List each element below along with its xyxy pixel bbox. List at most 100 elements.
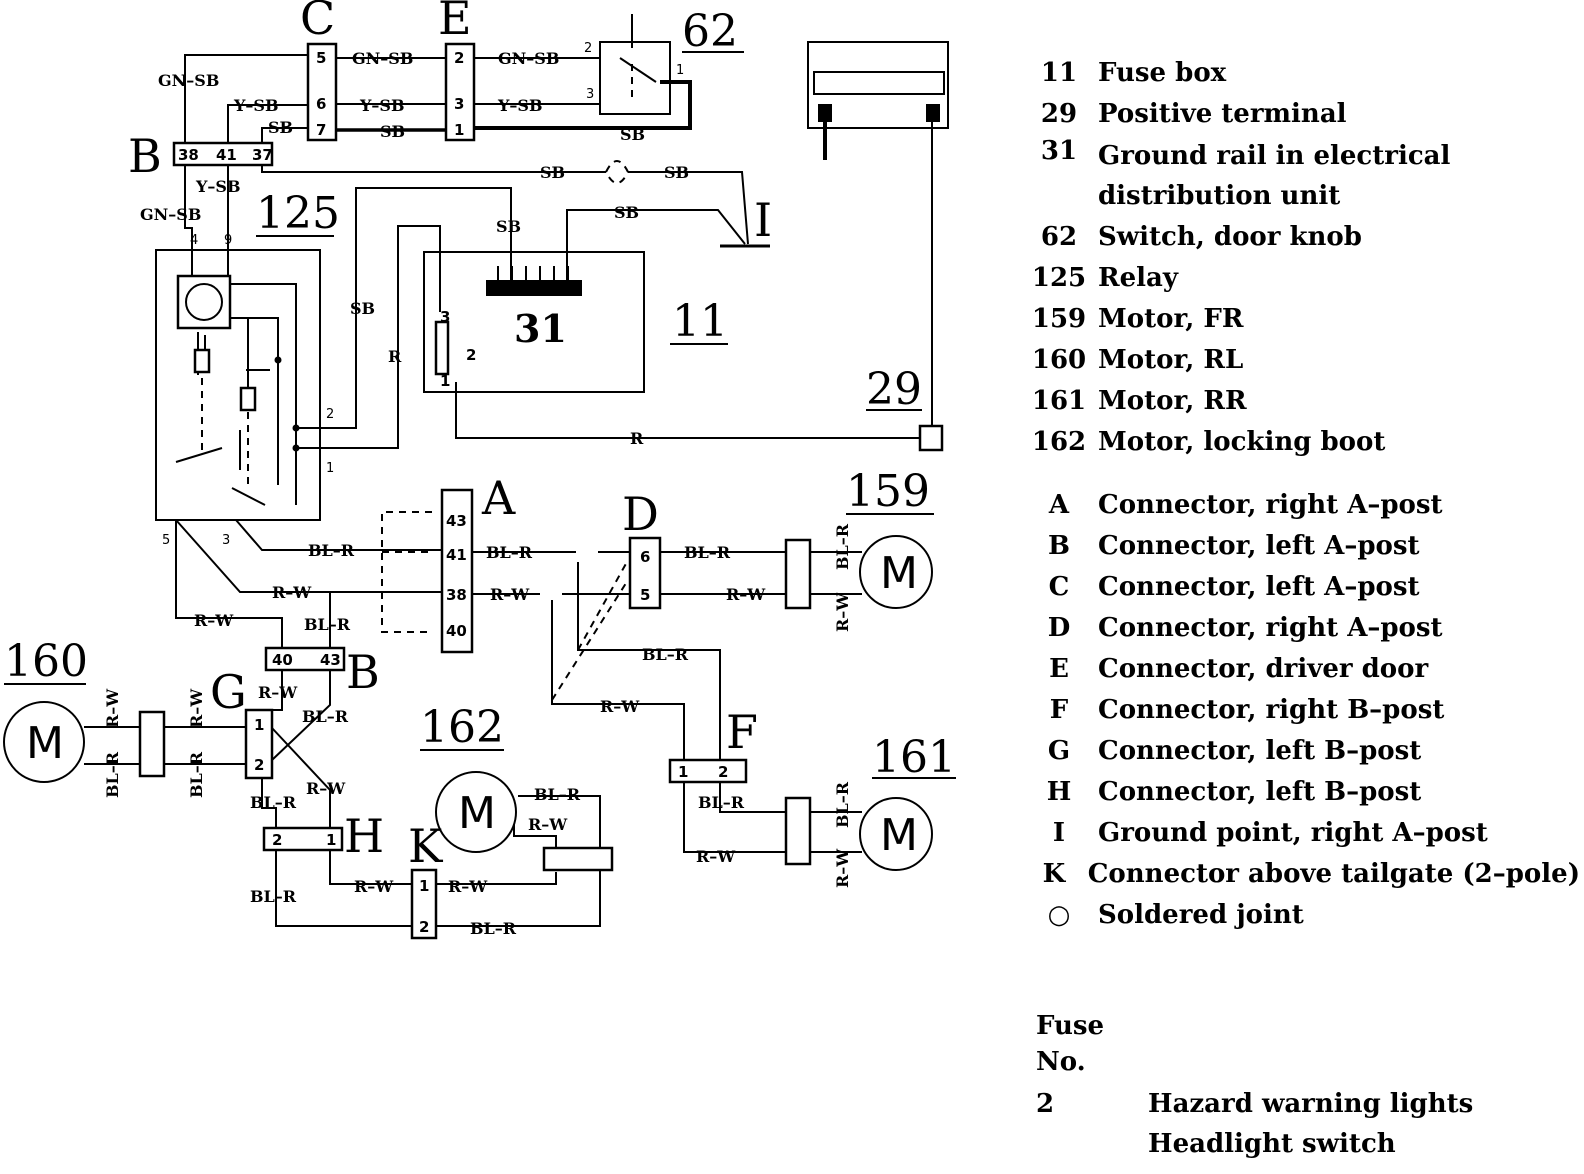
- connector-d-letter: D: [622, 487, 659, 541]
- wire-r-w-b40: [175, 520, 283, 648]
- fuse-row: 2 Hazard warning lights Headlight switch: [1036, 1084, 1473, 1164]
- c-pin-5: 5: [316, 49, 326, 67]
- wire-label-bl-r-160a: BL–R: [103, 751, 122, 798]
- label-29: 29: [866, 364, 922, 415]
- legend-code: G: [1047, 735, 1071, 766]
- wire-label-r-w-2: R–W: [194, 611, 234, 630]
- legend-text: Connector above tailgate (2–pole): [1087, 858, 1580, 889]
- legend-row-g: G Connector, left B–post: [1020, 730, 1580, 771]
- legend-row-125: 125 Relay: [1020, 257, 1580, 298]
- relay-internal-2: [175, 318, 266, 506]
- wire-label-y-sb-2: Y–SB: [359, 96, 405, 115]
- legend-code: H: [1046, 776, 1072, 807]
- wire-label-sb-6: SB: [496, 217, 521, 236]
- motor-161-m: M: [880, 810, 918, 861]
- wire-label-sb-3: SB: [620, 125, 645, 144]
- legend-text: Relay: [1098, 262, 1178, 293]
- wire-label-bl-r-3: BL–R: [486, 543, 533, 562]
- e-pin-1: 1: [454, 121, 464, 139]
- wire-e1-62-sb: [474, 80, 692, 130]
- connector-f-letter: F: [726, 705, 758, 759]
- fuse-item: Hazard warning lights: [1148, 1089, 1474, 1119]
- wire-label-r-w-11: R–W: [448, 877, 488, 896]
- plug-160: [138, 710, 166, 778]
- b-pin-38: 38: [178, 146, 199, 164]
- wire-gn-sb-relay: [184, 165, 193, 278]
- legend-row-soldered: ○ Soldered joint: [1020, 894, 1580, 935]
- solder-dot-3: [274, 356, 282, 364]
- relay-125-coil-circle: [185, 283, 223, 321]
- switch-62-lever: [619, 14, 657, 83]
- legend-code: 29: [1040, 98, 1078, 129]
- wiring-diagram: 62 125 11 29 159 160 161 162 31 M M M M …: [3, 0, 956, 940]
- a-pin-38: 38: [446, 586, 467, 604]
- legend-row-29: 29 Positive terminal: [1020, 93, 1580, 134]
- connector-g-letter: G: [210, 665, 247, 719]
- k-pin-2: 2: [419, 918, 429, 936]
- c-pin-7: 7: [316, 121, 326, 139]
- wire-label-bl-r-9: BL–R: [534, 785, 581, 804]
- wire-r-w-f1: [551, 600, 685, 760]
- wire-label-bl-r-6: BL–R: [302, 707, 349, 726]
- wire-b40-g1: [272, 670, 283, 711]
- legend-text: Motor, FR: [1098, 303, 1244, 334]
- label-161: 161: [872, 732, 956, 783]
- wire-bl-r-a41: [235, 519, 442, 551]
- switch-62-pin-1: 1: [676, 63, 684, 78]
- wire-y-sb-top: [227, 104, 308, 143]
- motor-159-m: M: [880, 548, 918, 599]
- legend-code: 160: [1031, 344, 1087, 375]
- legend-row-i: I Ground point, right A–post: [1020, 812, 1580, 853]
- legend-code: 11: [1040, 57, 1078, 88]
- connector-boxes: [3, 14, 949, 940]
- connector-k-letter: K: [408, 819, 444, 873]
- wire-r-relay1: [296, 225, 441, 449]
- soldered-joint-icon: ○: [1047, 899, 1071, 930]
- legend-row-k: K Connector above tailgate (2–pole): [1020, 853, 1580, 894]
- legend-row-160: 160 Motor, RL: [1020, 339, 1580, 380]
- fuse-box-11: [423, 251, 645, 393]
- legend-text: Switch, door knob: [1098, 221, 1362, 252]
- wire-bl-r-f2: [577, 562, 721, 760]
- plug-159: [784, 538, 812, 610]
- legend-code: I: [1052, 817, 1066, 848]
- legend-row-e: E Connector, driver door: [1020, 648, 1580, 689]
- relay-125-housing: [155, 249, 321, 521]
- battery-negative-post: [818, 104, 832, 122]
- legend-text: Connector, left A–post: [1098, 530, 1420, 561]
- legend-row-h: H Connector, left B–post: [1020, 771, 1580, 812]
- legend-text: Connector, right A–post: [1098, 612, 1443, 643]
- relay-pin-1: 1: [326, 461, 334, 476]
- b-bottom-pin-40: 40: [272, 651, 293, 669]
- fuse-heading: Fuse: [1036, 1011, 1105, 1041]
- motor-162-m: M: [458, 788, 496, 839]
- fuse-pin-2: 2: [466, 346, 476, 364]
- e-pin-2: 2: [454, 49, 464, 67]
- relay-pin-2: 2: [326, 407, 334, 422]
- legend-text-line: distribution unit: [1098, 181, 1341, 211]
- label-159: 159: [846, 466, 930, 517]
- e-pin-3: 3: [454, 95, 464, 113]
- positive-terminal-29: [918, 424, 944, 452]
- motor-162: [435, 771, 517, 853]
- connector-h: [262, 826, 344, 852]
- wire-label-sb-1: SB: [268, 118, 293, 137]
- wire-label-y-sb-3: Y–SB: [497, 96, 543, 115]
- dash-solder-rings: [605, 160, 630, 184]
- legend-row-162: 162 Motor, locking boot: [1020, 421, 1580, 462]
- wire-k2-162: [436, 870, 601, 927]
- connector-d: [628, 536, 662, 610]
- dash-a-loop: [381, 511, 432, 633]
- wire-label-gn-sb-1: GN–SB: [158, 71, 219, 90]
- h-pin-2: 2: [272, 831, 282, 849]
- wire-162-bl-r: [518, 795, 601, 848]
- b-pin-41: 41: [216, 146, 237, 164]
- wire-label-bl-r-159: BL–R: [833, 523, 852, 570]
- connector-b-bottom: [264, 646, 346, 672]
- wire-162-r-w: [513, 824, 557, 848]
- wire-label-r-w-4: R–W: [726, 585, 766, 604]
- connector-b-top: [172, 141, 274, 167]
- solder-dot-2: [292, 444, 300, 452]
- wire-label-r-w-6: R–W: [258, 683, 298, 702]
- wire-gn-sb-top: [184, 54, 308, 143]
